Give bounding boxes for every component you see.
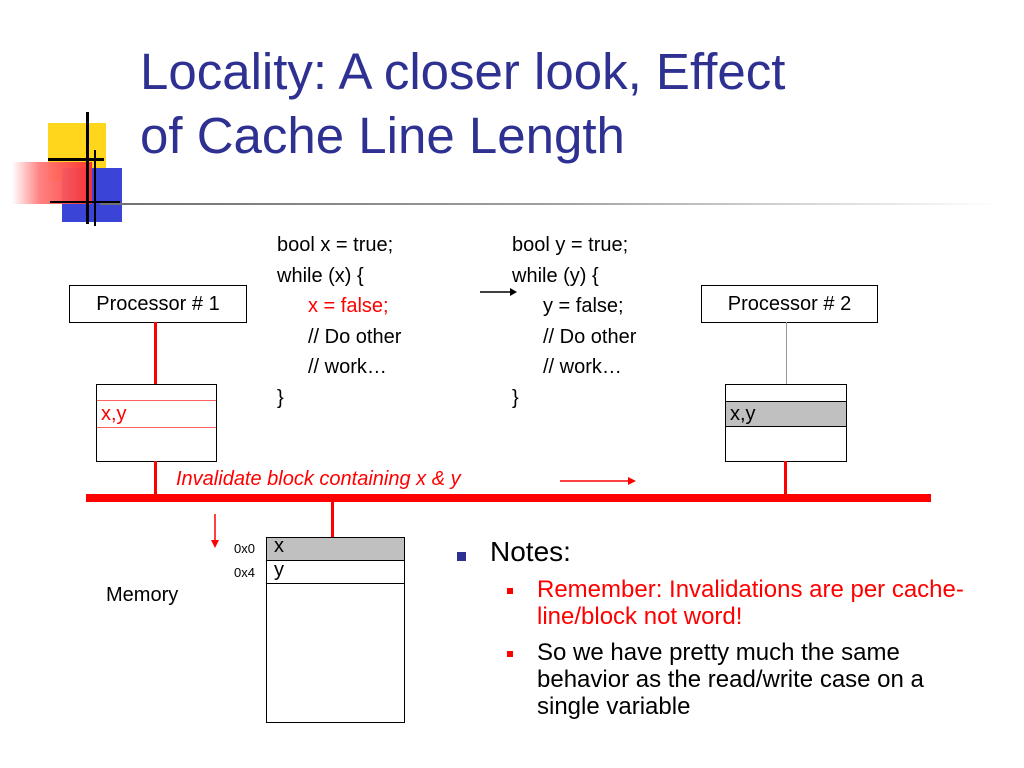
- system-bus: [86, 494, 931, 502]
- note-item: So we have pretty much the same behavior…: [537, 639, 924, 720]
- logo-line: [94, 150, 96, 226]
- memory-label: Memory: [106, 584, 179, 606]
- title-line-1: Locality: A closer look, Effect: [140, 43, 786, 100]
- memory-value: x: [274, 535, 284, 557]
- processor-1-box: Processor # 1: [69, 285, 247, 323]
- code-line: }: [277, 386, 284, 409]
- bus-label: Invalidate block containing x & y: [176, 468, 461, 490]
- logo-line: [86, 112, 89, 224]
- memory-value: y: [274, 559, 284, 581]
- sub-bullet: [507, 651, 513, 657]
- memory-address: 0x4: [234, 565, 255, 580]
- cache-divider: [97, 400, 216, 401]
- memory-link: [331, 502, 334, 538]
- code-arrow: [480, 288, 517, 296]
- processor-2-cache: x,y: [725, 384, 847, 462]
- cache-line-xy: x,y: [101, 403, 127, 425]
- processor-1-cache: x,y: [96, 384, 217, 462]
- code-line: while (y) {: [512, 264, 599, 287]
- logo-line: [50, 201, 120, 203]
- code-line: // work…: [543, 356, 622, 378]
- processor-2-link: [786, 322, 787, 384]
- code-line: // Do other: [308, 325, 402, 348]
- slide-title: Locality: A closer look, Effect of Cache…: [140, 40, 1000, 168]
- code-line: }: [512, 386, 519, 409]
- notes-heading: Notes:: [490, 536, 571, 567]
- cache-line-xy: x,y: [730, 403, 756, 425]
- memory-row-highlight: [267, 538, 404, 561]
- code-line: bool x = true;: [277, 234, 394, 256]
- notes-bullet: [457, 552, 466, 561]
- cache-1-bus-link: [154, 461, 157, 494]
- code-line: y = false;: [543, 295, 624, 317]
- logo-red-square: [12, 162, 92, 204]
- memory-address: 0x0: [234, 541, 255, 556]
- cache-2-bus-link: [784, 461, 787, 494]
- note-item: Remember: Invalidations are per cache-li…: [537, 576, 964, 630]
- logo-line: [48, 158, 104, 161]
- title-line-2: of Cache Line Length: [140, 107, 625, 164]
- memory-divider: [267, 583, 404, 584]
- code-line: while (x) {: [277, 264, 364, 287]
- code-line: bool y = true;: [512, 234, 629, 256]
- code-line: // Do other: [543, 325, 637, 348]
- code-right: bool y = true; while (y) { y = false; //…: [512, 230, 636, 413]
- cache-highlight: [726, 401, 846, 427]
- bus-arrow: [560, 477, 636, 485]
- down-arrow: [211, 514, 219, 548]
- processor-2-box: Processor # 2: [701, 285, 878, 323]
- code-line: x = false;: [308, 295, 389, 317]
- code-line: // work…: [308, 356, 387, 378]
- code-left: bool x = true; while (x) { x = false; //…: [277, 230, 401, 413]
- processor-1-link: [154, 322, 157, 384]
- cache-divider: [97, 427, 216, 428]
- memory-block: x y: [266, 535, 405, 723]
- title-divider: [100, 203, 1000, 205]
- sub-bullet: [507, 588, 513, 594]
